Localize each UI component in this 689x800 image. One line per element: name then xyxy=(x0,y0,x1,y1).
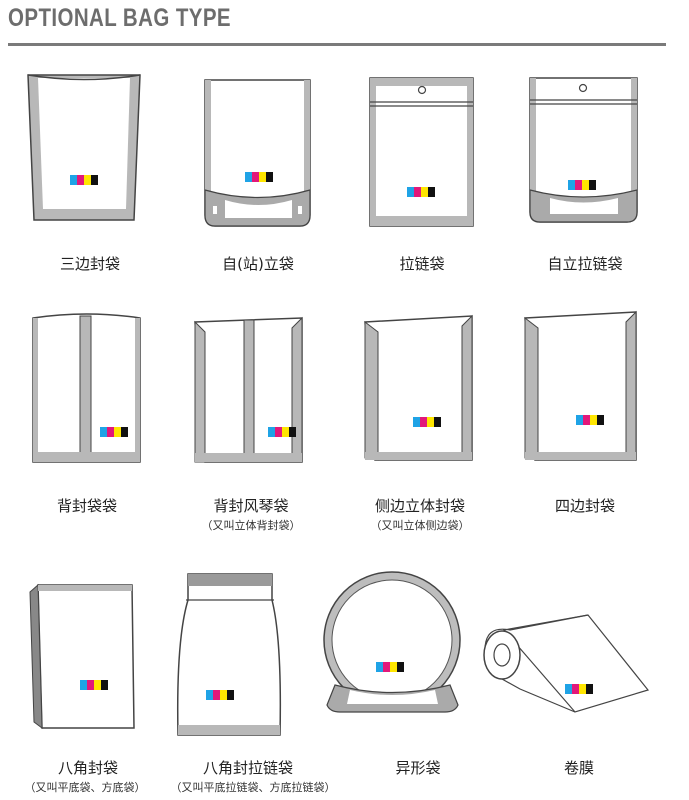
page-title: OPTIONAL BAG TYPE xyxy=(8,4,232,32)
bag-label: 自(站)立袋 xyxy=(222,255,294,273)
bag-label: 拉链袋 xyxy=(399,255,445,273)
bag-label: 自立拉链袋 xyxy=(547,255,623,273)
flat-bottom-bag-icon xyxy=(29,583,135,730)
four-side-seal-bag-icon xyxy=(524,310,637,461)
bag-label: 卷膜 xyxy=(563,759,594,777)
bag-label: 八角封拉链袋 xyxy=(202,759,293,777)
bag-sublabel: （又叫立体背封袋） xyxy=(201,519,301,532)
stand-up-pouch-icon xyxy=(204,79,311,227)
flat-bottom-zipper-bag-icon xyxy=(176,573,282,736)
bag-label: 背封风琴袋 xyxy=(213,497,289,515)
bag-label: 三边封袋 xyxy=(59,255,120,273)
bag-sublabel: （又叫立体侧边袋） xyxy=(370,519,470,532)
back-seal-bag-icon xyxy=(32,313,141,463)
back-seal-gusset-bag-icon xyxy=(194,316,303,463)
bag-sublabel: （又叫平底拉链袋、方底拉链袋） xyxy=(170,781,336,794)
stand-up-zipper-pouch-icon xyxy=(529,77,638,223)
bag-sublabel: （又叫平底袋、方底袋） xyxy=(24,781,146,794)
side-gusset-bag-icon xyxy=(364,314,473,461)
bag-label: 八角封袋 xyxy=(57,759,118,777)
bag-label: 异形袋 xyxy=(395,759,441,777)
three-side-seal-bag-icon xyxy=(27,74,141,221)
bag-label: 背封袋袋 xyxy=(56,497,117,515)
zipper-bag-icon xyxy=(369,77,474,227)
bag-label: 侧边立体封袋 xyxy=(374,497,465,515)
shaped-pouch-icon xyxy=(323,571,461,713)
title-divider xyxy=(8,43,666,46)
film-roll-icon xyxy=(483,614,650,713)
bag-label: 四边封袋 xyxy=(554,497,615,515)
